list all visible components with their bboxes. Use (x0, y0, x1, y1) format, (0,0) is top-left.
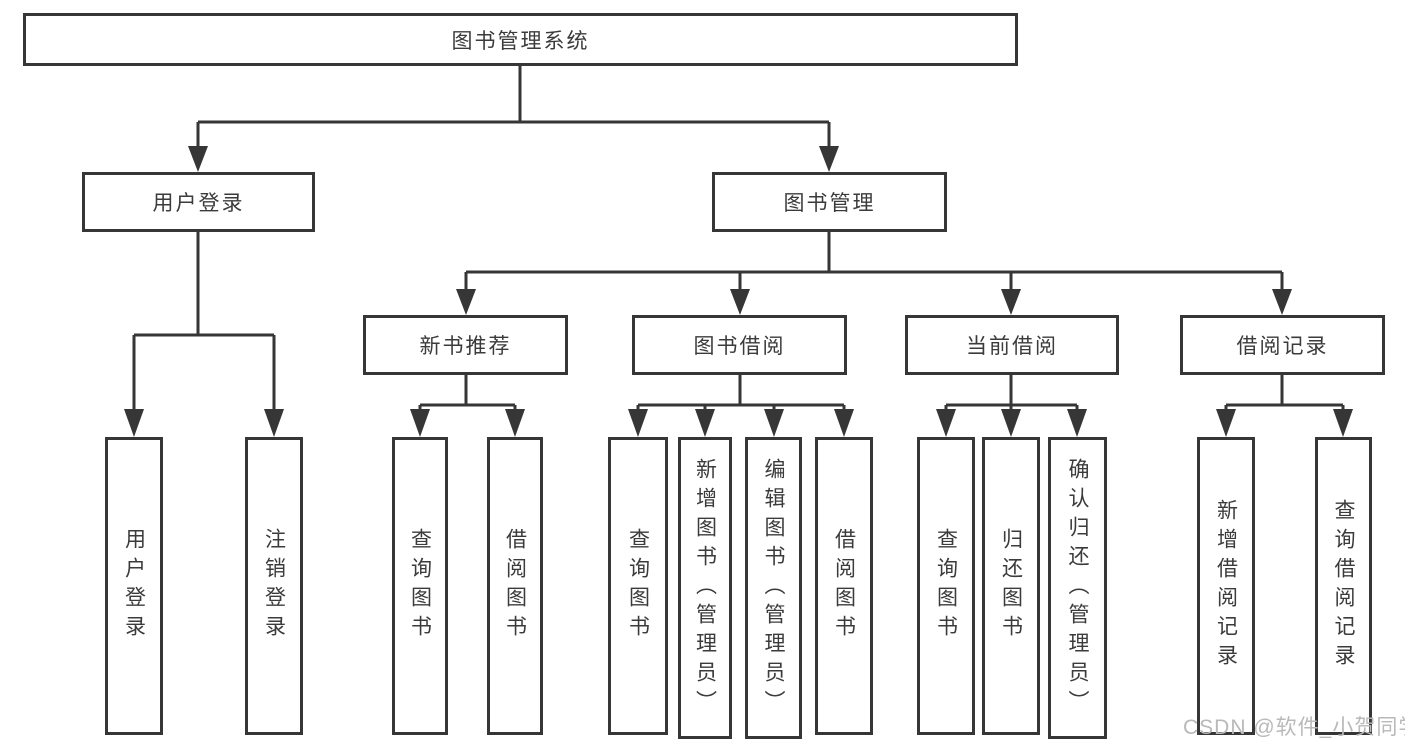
leaf-label: 借阅图书 (503, 528, 527, 644)
leaf-logout: 注销登录 (245, 437, 303, 735)
connector-book-mgmt-to-level3 (456, 232, 1292, 315)
leaf-label: 查询图书 (934, 528, 958, 644)
node-root-library-system: 图书管理系统 (23, 13, 1018, 66)
connector-current-borrow-to-leaves (936, 375, 1087, 437)
node-borrow-records: 借阅记录 (1180, 315, 1385, 375)
leaf-label: 注销登录 (262, 528, 286, 644)
leaf-add-books-admin: 新增图书（管理员） (678, 437, 732, 739)
leaf-borrow-books-1: 借阅图书 (487, 437, 543, 735)
leaf-label: 查询图书 (626, 528, 650, 644)
connector-borrow-records-to-leaves (1216, 375, 1353, 437)
connector-root-to-level2 (188, 66, 839, 172)
leaf-edit-books-admin: 编辑图书（管理员） (745, 437, 802, 739)
leaf-query-books-2: 查询图书 (608, 437, 668, 735)
node-current-borrow: 当前借阅 (905, 315, 1119, 375)
leaf-label: 查询图书 (408, 528, 432, 644)
leaf-label: 编辑图书（管理员） (762, 457, 785, 719)
leaf-query-books-3: 查询图书 (917, 437, 975, 735)
node-book-management-branch: 图书管理 (712, 172, 947, 232)
leaf-label: 借阅图书 (832, 528, 856, 644)
leaf-confirm-return-admin: 确认归还（管理员） (1048, 437, 1107, 739)
node-new-book-recommend: 新书推荐 (363, 315, 568, 375)
leaf-query-books-1: 查询图书 (392, 437, 448, 735)
connector-user-login-to-leaves (124, 232, 284, 437)
leaf-label: 新增图书（管理员） (693, 457, 717, 719)
leaf-label: 查询借阅记录 (1332, 499, 1355, 673)
leaf-label: 归还图书 (999, 528, 1023, 644)
leaf-add-borrow-record: 新增借阅记录 (1197, 437, 1255, 735)
connector-new-book-to-leaves (410, 375, 525, 437)
leaf-return-books: 归还图书 (982, 437, 1040, 735)
leaf-label: 确认归还（管理员） (1066, 457, 1089, 719)
node-user-login-branch: 用户登录 (82, 172, 315, 232)
leaf-user-login: 用户登录 (105, 437, 163, 735)
node-book-borrow: 图书借阅 (632, 315, 847, 375)
leaf-label: 新增借阅记录 (1214, 499, 1238, 673)
leaf-query-borrow-record: 查询借阅记录 (1315, 437, 1372, 735)
leaf-label: 用户登录 (122, 528, 146, 644)
connector-book-borrow-to-leaves (628, 375, 854, 437)
csdn-watermark: CSDN @软件_小贺同学 (1183, 716, 1405, 739)
leaf-borrow-books-2: 借阅图书 (815, 437, 873, 735)
